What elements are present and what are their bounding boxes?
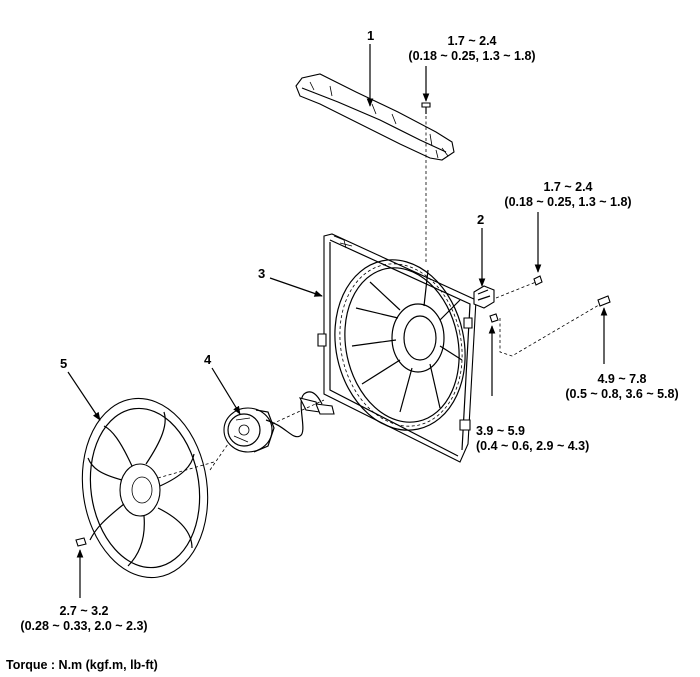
upper-bracket-part: [295, 73, 455, 161]
bolt-shroud-right-icon: [597, 295, 611, 307]
callout-4: 4: [204, 352, 212, 367]
bolt-shroud-lower-icon: [489, 313, 499, 323]
leader-line-5: [67, 371, 101, 421]
torque-detail: (0.5 ~ 0.8, 3.6 ~ 5.8): [565, 387, 679, 401]
bolt-bracket-icon: [421, 102, 431, 114]
clip-part: [473, 285, 495, 309]
callout-2: 2: [477, 212, 485, 227]
callout-5: 5: [60, 356, 68, 371]
torque-spec-shroud-lower: 3.9 ~ 5.9 (0.4 ~ 0.6, 2.9 ~ 4.3): [476, 424, 616, 454]
torque-spec-clip: 1.7 ~ 2.4 (0.18 ~ 0.25, 1.3 ~ 1.8): [498, 180, 638, 210]
torque-detail: (0.18 ~ 0.25, 1.3 ~ 1.8): [504, 195, 632, 209]
leader-line-4: [211, 367, 241, 415]
callout-3: 3: [258, 266, 266, 281]
torque-spec-shroud-right: 4.9 ~ 7.8 (0.5 ~ 0.8, 3.6 ~ 5.8): [554, 372, 690, 402]
torque-nm: 3.9 ~ 5.9: [476, 424, 525, 438]
torque-nm: 2.7 ~ 3.2: [59, 604, 109, 618]
torque-spec-fan: 2.7 ~ 3.2 (0.28 ~ 0.33, 2.0 ~ 2.3): [10, 604, 158, 634]
leader-line-3: [269, 277, 323, 297]
torque-spec-bracket: 1.7 ~ 2.4 (0.18 ~ 0.25, 1.3 ~ 1.8): [402, 34, 542, 64]
bolt-clip-icon: [533, 275, 543, 286]
torque-nm: 1.7 ~ 2.4: [543, 180, 593, 194]
torque-detail: (0.4 ~ 0.6, 2.9 ~ 4.3): [476, 439, 590, 453]
torque-detail: (0.28 ~ 0.33, 2.0 ~ 2.3): [20, 619, 148, 633]
torque-nm: 1.7 ~ 2.4: [447, 34, 497, 48]
fan-blade-part: [81, 397, 209, 579]
bolt-fan-icon: [75, 537, 87, 547]
torque-detail: (0.18 ~ 0.25, 1.3 ~ 1.8): [408, 49, 536, 63]
fan-motor-part: [223, 391, 335, 453]
callout-1: 1: [367, 28, 375, 43]
fan-shroud-part: [317, 233, 477, 463]
torque-nm: 4.9 ~ 7.8: [597, 372, 647, 386]
torque-unit-note: Torque : N.m (kgf.m, lb-ft): [6, 658, 158, 672]
